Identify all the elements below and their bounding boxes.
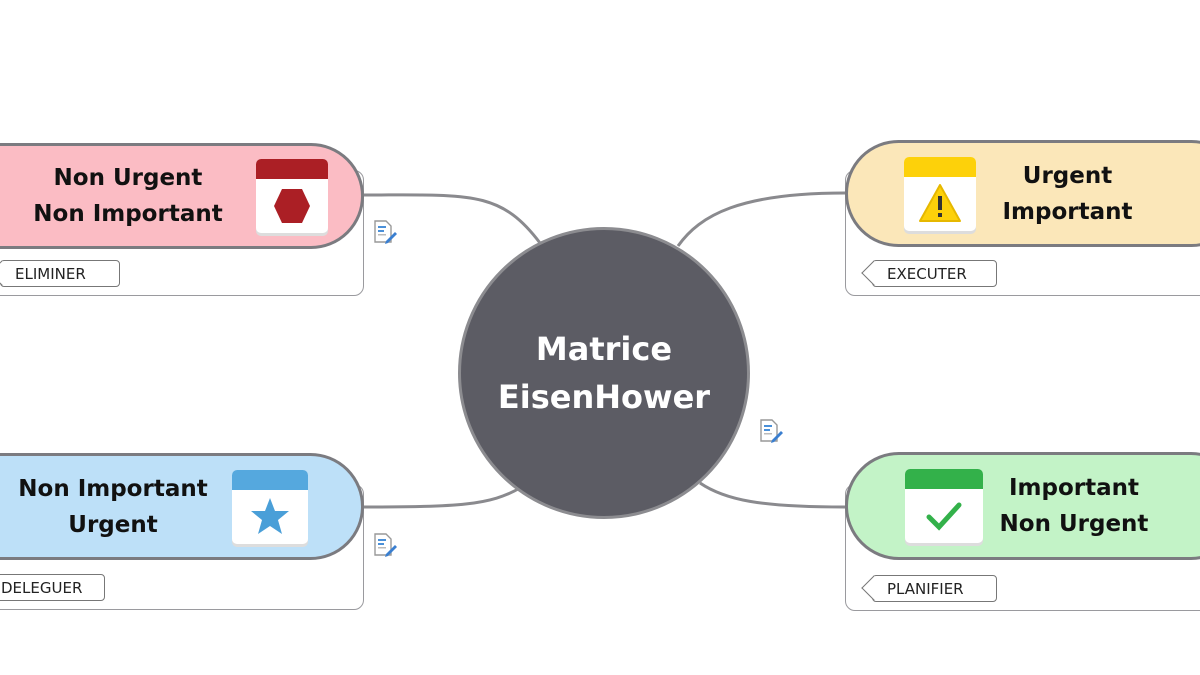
topic-title-line2: Non Urgent xyxy=(999,511,1149,537)
topic-title-line1: Non Urgent xyxy=(53,165,203,191)
check-calendar-icon xyxy=(905,469,983,543)
tag-eliminer[interactable]: ELIMINER xyxy=(0,260,120,287)
warning-calendar-icon xyxy=(904,156,976,231)
star-calendar-icon xyxy=(232,469,308,544)
topic-title-line2: Important xyxy=(1002,198,1133,225)
note-icon[interactable] xyxy=(372,532,398,558)
topic-title-line1: Important xyxy=(1008,475,1139,501)
tag-deleguer[interactable]: DELEGUER xyxy=(0,574,105,601)
note-icon[interactable] xyxy=(758,418,784,444)
tag-planifier[interactable]: PLANIFIER xyxy=(872,575,997,602)
central-title-line1: Matrice xyxy=(535,330,673,368)
topic-title-line2: Urgent xyxy=(68,511,158,538)
stop-hexagon-calendar-icon xyxy=(256,159,328,233)
topic-title-line1: Non Important xyxy=(18,475,208,502)
topic-title-line2: Non Important xyxy=(33,201,223,227)
tag-executer[interactable]: EXECUTER xyxy=(872,260,997,287)
topic-title-line1: Urgent xyxy=(1022,162,1113,189)
central-title-line2: EisenHower xyxy=(497,378,711,416)
note-icon[interactable] xyxy=(372,219,398,245)
